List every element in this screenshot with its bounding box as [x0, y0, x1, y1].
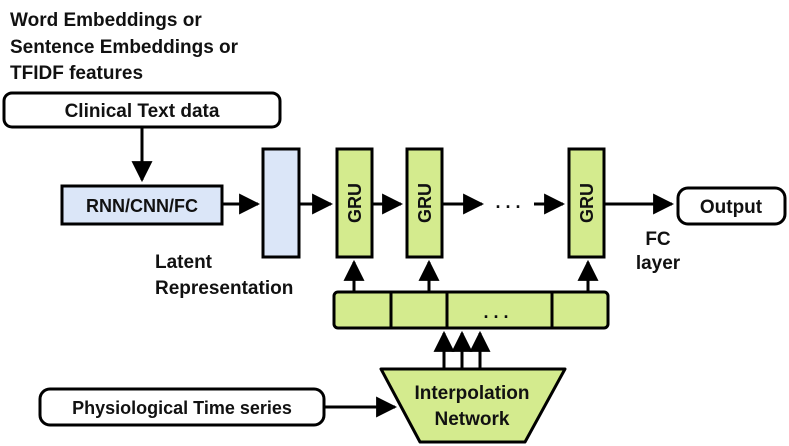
- header-line-1: Word Embeddings or: [10, 10, 202, 31]
- gru-cell-3: [567, 147, 606, 259]
- gru-label-2: GRU: [415, 183, 435, 223]
- output-box: [676, 186, 787, 226]
- fc-layer-line-2: layer: [636, 253, 681, 274]
- gru-label-1: GRU: [345, 183, 365, 223]
- rnn-cnn-fc-label: RNN/CNN/FC: [86, 196, 198, 216]
- latent-label-line-2: Representation: [155, 278, 293, 299]
- interp-label-line-1: Interpolation: [414, 383, 529, 404]
- latent-label-line-1: Latent: [155, 252, 213, 273]
- interp-label-line-2: Network: [435, 409, 510, 430]
- gru-ellipsis: . . .: [495, 192, 520, 212]
- clinical-text-label: Clinical Text data: [65, 101, 220, 122]
- interpolated-blocks-row: [332, 290, 610, 330]
- blocks-row-outline: [332, 290, 610, 330]
- gru-cell-2: [405, 147, 444, 259]
- physio-label: Physiological Time series: [72, 398, 292, 418]
- rnn-cnn-fc-box: [60, 184, 224, 226]
- interpolation-network: [379, 367, 567, 444]
- latent-block: [261, 147, 301, 259]
- header-line-2: Sentence Embeddings or: [10, 37, 239, 58]
- fc-layer-line-1: FC: [645, 229, 671, 250]
- header-line-3: TFIDF features: [10, 63, 143, 84]
- output-label: Output: [700, 197, 763, 218]
- gru-label-3: GRU: [577, 183, 597, 223]
- blocks-ellipsis: . . .: [483, 302, 508, 322]
